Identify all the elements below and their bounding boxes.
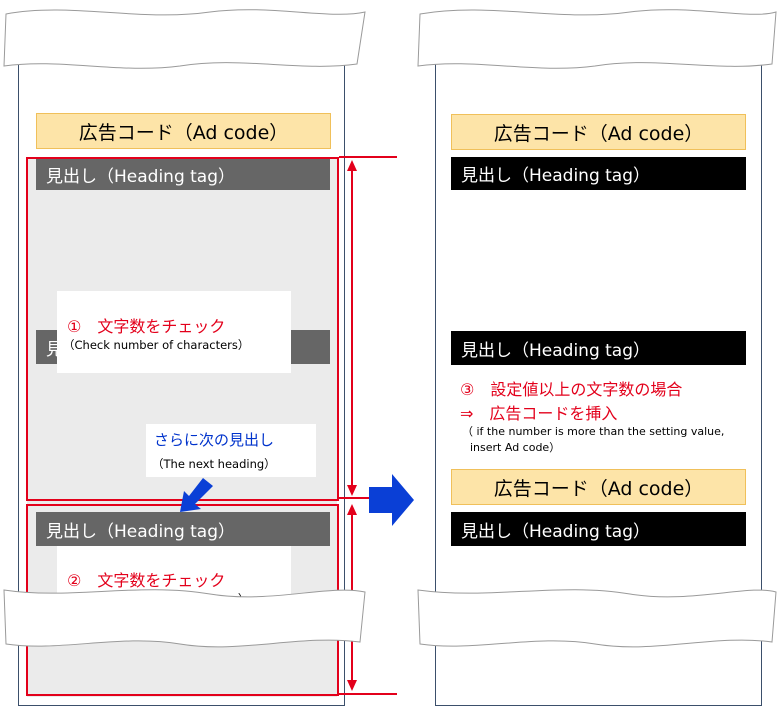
right-heading-2: 見出し（Heading tag） <box>451 331 746 365</box>
heading-label: 見出し（Heading tag） <box>46 521 236 542</box>
note-title: さらに次の見出し <box>154 431 275 449</box>
note-subtitle: （Check number of characters） <box>63 338 250 352</box>
left-ad-code: 広告コード（Ad code） <box>36 113 331 149</box>
note-insert-sub2: insert Ad code） <box>470 441 561 454</box>
range-line-bottom <box>339 693 397 695</box>
note-insert-sub1: （ if the number is more than the setting… <box>462 425 725 438</box>
heading-label: 見出し（Heading tag） <box>461 166 651 186</box>
note-next-heading: さらに次の見出し （The next heading） <box>146 424 316 477</box>
right-heading-1: 見出し（Heading tag） <box>451 157 746 190</box>
range-line-mid <box>339 497 397 499</box>
note-insert-line1: ③ 設定値以上の文字数の場合 <box>460 380 683 399</box>
note-insert-line2: ⇒ 広告コードを挿入 <box>460 404 618 423</box>
note-title: ② 文字数をチェック <box>67 571 226 590</box>
right-ad-code-2: 広告コード（Ad code） <box>451 469 746 505</box>
ad-code-label: 広告コード（Ad code） <box>493 477 704 500</box>
ad-code-label: 広告コード（Ad code） <box>78 121 289 144</box>
note-subtitle: （The next heading） <box>152 457 276 471</box>
heading-label: 見出し（Heading tag） <box>46 166 236 187</box>
left-heading-1: 見出し（Heading tag） <box>36 158 330 190</box>
heading-label: 見出し（Heading tag） <box>461 340 651 361</box>
right-ad-code-1: 広告コード（Ad code） <box>451 114 746 150</box>
heading-label: 見出し（Heading tag） <box>461 521 651 542</box>
note-title: ① 文字数をチェック <box>67 317 226 336</box>
note-check-1: ① 文字数をチェック （Check number of characters） <box>57 291 291 373</box>
range-line-top <box>339 156 397 158</box>
left-heading-3: 見出し（Heading tag） <box>36 512 330 546</box>
right-heading-3: 見出し（Heading tag） <box>451 512 746 546</box>
ad-code-label: 広告コード（Ad code） <box>493 122 704 145</box>
